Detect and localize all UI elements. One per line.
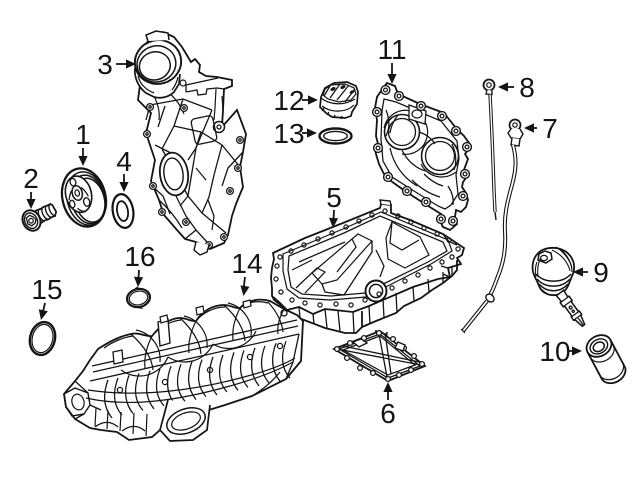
svg-text:6: 6: [380, 398, 396, 429]
svg-text:9: 9: [593, 257, 609, 288]
svg-text:11: 11: [377, 34, 406, 65]
svg-text:15: 15: [31, 274, 62, 305]
svg-text:12: 12: [273, 85, 304, 116]
svg-text:8: 8: [519, 72, 535, 103]
svg-text:13: 13: [273, 118, 304, 149]
svg-text:1: 1: [75, 119, 91, 150]
svg-text:16: 16: [124, 241, 155, 272]
svg-text:3: 3: [97, 49, 113, 80]
svg-text:14: 14: [231, 248, 262, 279]
svg-text:2: 2: [23, 163, 39, 194]
svg-text:4: 4: [116, 146, 132, 177]
svg-text:10: 10: [539, 336, 570, 367]
svg-text:7: 7: [542, 113, 558, 144]
svg-text:5: 5: [326, 182, 342, 213]
